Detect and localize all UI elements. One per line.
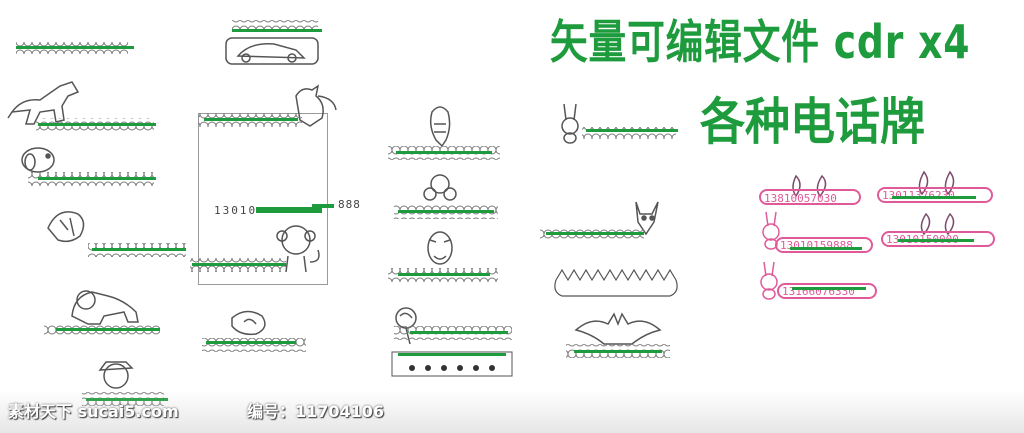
plate-horse	[7, 81, 156, 132]
pink-plate-5-number: 13166076330	[782, 285, 855, 298]
plate-snoopy	[21, 147, 156, 186]
pink-plate-5: 13166076330	[760, 261, 877, 300]
plate-monkey	[190, 225, 320, 273]
pink-plate-4: 13010150000	[881, 212, 995, 247]
watermark-bar	[0, 390, 1024, 433]
sign-number-fragment: 13010	[214, 204, 258, 217]
pink-plate-3: 13010159888	[762, 211, 873, 253]
plate-fox	[540, 201, 659, 241]
bat-icon	[574, 312, 662, 345]
rabbit-icon	[561, 103, 579, 144]
dragon-icon	[47, 211, 85, 243]
heading-phone-plates: 各种电话牌	[700, 93, 925, 151]
sign-panel	[198, 113, 328, 285]
rabbit-icon-pink-2	[760, 261, 778, 300]
bunny-ears-icon	[792, 174, 827, 198]
plate-rose	[394, 307, 512, 345]
horse-icon	[7, 81, 80, 125]
rose-icon	[231, 310, 266, 336]
plate-rose-small	[202, 310, 306, 352]
plate-car	[225, 20, 322, 65]
pirate-icon	[98, 361, 134, 389]
plate-bat	[566, 312, 670, 358]
plate-hearts	[554, 268, 678, 297]
plate-sign-bar	[256, 204, 334, 213]
fox-icon	[635, 201, 659, 236]
pink-plate-3-number: 13010159888	[780, 239, 853, 252]
sign-number-tail: 888	[338, 198, 361, 211]
face-portrait-icon	[427, 231, 453, 265]
flower-icon	[423, 174, 457, 201]
pink-plate-1: 13810057030	[759, 174, 861, 205]
plate-flower	[394, 174, 498, 219]
heading-editable-file: 矢量可编辑文件 cdr x4	[550, 15, 971, 69]
plate-rabbit	[561, 103, 678, 144]
watermark-id: 编号：11704106	[247, 402, 385, 421]
snoopy-icon	[21, 147, 55, 173]
plate-rooster	[198, 84, 337, 127]
cobra-icon	[429, 106, 451, 148]
watermark-site: 素材天下 sucai5.com	[8, 402, 179, 421]
pink-plate-1-number: 13810057030	[764, 192, 837, 205]
plate-cards	[391, 351, 513, 377]
plate-lion	[44, 290, 160, 337]
monkey-icon	[276, 225, 320, 273]
bunny-ears-icon-2	[918, 170, 955, 196]
rooster-icon	[295, 84, 337, 127]
bunny-ears-icon-3	[920, 212, 955, 236]
plate-top-left	[16, 42, 134, 54]
car-icon	[225, 37, 319, 65]
plate-dragon	[47, 211, 186, 257]
plate-cobra	[388, 106, 500, 160]
pink-plate-2-number: 13011376230	[882, 189, 955, 202]
pink-plate-2: 13011376230	[877, 170, 993, 203]
lion-icon	[71, 290, 139, 325]
plate-face	[388, 231, 498, 282]
